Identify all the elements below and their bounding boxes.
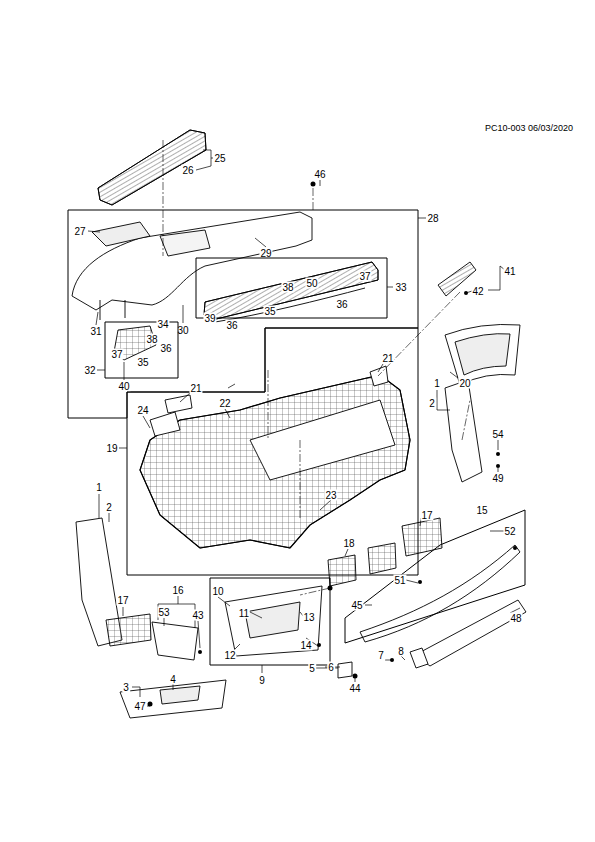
callout-number: 51	[393, 575, 406, 586]
box-outline	[127, 328, 418, 575]
callout-number: 36	[159, 343, 172, 354]
callout-number: 4	[169, 674, 177, 685]
group-box: 2827293031403337503836353936323438363735	[68, 210, 418, 418]
callout-number: 2	[428, 398, 436, 409]
callout-number: 14	[299, 640, 312, 651]
callout-number: 17	[116, 595, 129, 606]
callout-number: 36	[335, 299, 348, 310]
callout-number: 1	[95, 482, 103, 493]
callout-number: 49	[491, 473, 504, 484]
callout-number: 42	[471, 286, 484, 297]
callout-number: 21	[189, 383, 202, 394]
group-box: 155251	[345, 510, 525, 643]
callout-number: 36	[225, 320, 238, 331]
callout-number: 29	[259, 248, 272, 259]
callout-number: 40	[117, 381, 130, 392]
callout-number: 2	[105, 502, 113, 513]
callout-number: 20	[458, 378, 471, 389]
callout-number: 39	[203, 313, 216, 324]
callout-number: 35	[136, 357, 149, 368]
callout-number: 13	[302, 612, 315, 623]
callout-number: 47	[133, 701, 146, 712]
group-number: 15	[475, 505, 488, 516]
callout-number: 22	[218, 398, 231, 409]
callout-number: 52	[503, 526, 516, 537]
callout-number: 17	[420, 510, 433, 521]
callout-number: 23	[324, 490, 337, 501]
callout-number: 43	[191, 610, 204, 621]
box-outline	[345, 510, 525, 643]
callout-number: 25	[213, 153, 226, 164]
callout-number: 50	[305, 278, 318, 289]
callout-number: 9	[258, 675, 266, 686]
callout-number: 3	[122, 682, 130, 693]
callout-number: 1	[433, 378, 441, 389]
callout-number: 48	[509, 613, 522, 624]
callout-number: 54	[491, 429, 504, 440]
callout-number: 27	[73, 226, 86, 237]
callout-number: 44	[348, 683, 361, 694]
callout-number: 16	[171, 585, 184, 596]
group-box: 323438363735	[105, 322, 178, 378]
group-number: 10	[211, 586, 224, 597]
callout-number: 19	[105, 443, 118, 454]
group-number: 32	[83, 365, 96, 376]
callout-number: 8	[397, 646, 405, 657]
drawing-id: PC10-003 06/03/2020	[484, 123, 574, 134]
callout-number: 18	[342, 538, 355, 549]
callout-number: 41	[503, 266, 516, 277]
group-box: 212221241923	[127, 328, 418, 575]
group-number: 33	[394, 282, 407, 293]
group-box: 3337503836353936	[196, 258, 387, 318]
group-number: 21	[381, 353, 394, 364]
callout-number: 5	[308, 663, 316, 674]
callout-number: 37	[110, 349, 123, 360]
callout-number: 38	[145, 334, 158, 345]
callout-number: 12	[223, 650, 236, 661]
group-number: 28	[426, 213, 439, 224]
callout-number: 37	[358, 271, 371, 282]
callout-number: 7	[377, 650, 385, 661]
callout-number: 46	[313, 169, 326, 180]
callout-number: 6	[327, 662, 335, 673]
callout-number: 26	[181, 165, 194, 176]
callout-number: 45	[350, 600, 363, 611]
callout-number: 35	[263, 306, 276, 317]
callout-number: 53	[157, 607, 170, 618]
callout-number: 31	[89, 326, 102, 337]
callout-number: 11	[238, 608, 250, 619]
callout-number: 34	[156, 319, 169, 330]
group-box: 10111314129	[210, 578, 330, 665]
callout-number: 24	[136, 405, 149, 416]
callout-number: 38	[281, 282, 294, 293]
